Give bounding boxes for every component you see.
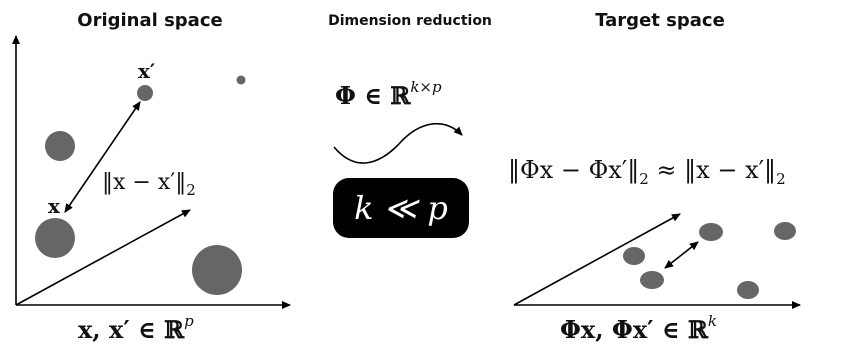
left-distance-arrow	[64, 101, 141, 213]
point-right-1	[774, 222, 796, 240]
point-small	[236, 75, 246, 85]
label-phi: Φ ∈ ℝk×p	[335, 78, 442, 110]
point-right-3	[737, 281, 759, 299]
right-axes	[513, 213, 801, 309]
title-original-space: Original space	[77, 10, 222, 31]
right-diagonal-axis	[513, 213, 681, 306]
point-medium	[45, 131, 75, 161]
point-phi-x-prime	[699, 223, 723, 241]
label-bottom-left: x, x′ ∈ ℝp	[78, 312, 194, 344]
left-diagonal-axis	[15, 209, 191, 306]
pill-label: k ≪ p	[354, 189, 448, 227]
point-large	[192, 245, 242, 295]
label-norm-left: ‖x − x′‖2	[102, 170, 196, 199]
point-right-2	[623, 247, 645, 265]
wavy-transform-arrow	[333, 122, 463, 164]
right-points	[623, 222, 796, 299]
label-x-prime: x′	[138, 59, 155, 83]
left-axes	[12, 35, 291, 309]
label-bottom-right: Φx, Φx′ ∈ ℝk	[560, 312, 717, 344]
title-dimension-reduction: Dimension reduction	[328, 13, 492, 29]
label-x: x	[48, 194, 61, 218]
title-target-space: Target space	[595, 10, 725, 31]
right-distance-arrow	[664, 241, 699, 269]
left-points	[35, 75, 246, 295]
point-x-prime	[137, 85, 153, 101]
condition-pill	[333, 178, 469, 238]
point-x	[35, 218, 75, 258]
label-norm-right: ‖Φx − Φx′‖2 ≈ ‖x − x′‖2	[508, 156, 786, 188]
point-phi-x	[640, 271, 664, 289]
